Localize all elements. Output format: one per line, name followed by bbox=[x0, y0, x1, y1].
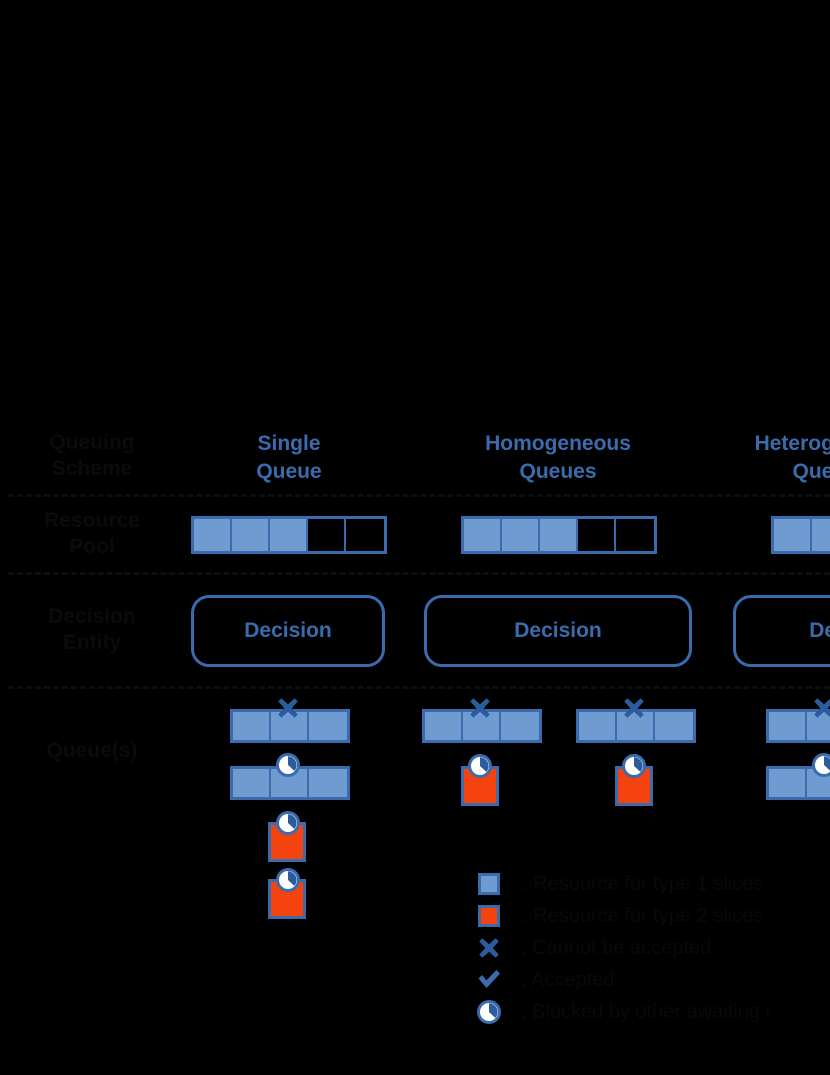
legend-item-accepted: : Accepted bbox=[478, 964, 830, 996]
clock-icon bbox=[811, 752, 830, 778]
cross-icon bbox=[811, 695, 830, 721]
row-label-queues: Queue(s) bbox=[46, 739, 138, 762]
clock-icon bbox=[275, 752, 301, 778]
resource-pool-heterogeneous-queues bbox=[771, 516, 830, 554]
queue-cell-type1 bbox=[579, 712, 617, 740]
resource-cell bbox=[812, 519, 830, 551]
resource-cell-empty bbox=[346, 519, 384, 551]
row-divider-1 bbox=[8, 494, 830, 497]
decision-box-single-queue: Decision bbox=[191, 595, 385, 667]
queue-cell-type1 bbox=[655, 712, 693, 740]
cross-icon bbox=[275, 695, 301, 721]
row-divider-2 bbox=[8, 572, 830, 575]
column-header-single-queue: Single Queue bbox=[256, 432, 322, 483]
cross-icon bbox=[621, 695, 647, 721]
clock-icon bbox=[467, 753, 493, 779]
row-divider-3 bbox=[8, 686, 830, 689]
blue-square-swatch bbox=[478, 873, 500, 895]
column-header-homogeneous-queues: Homogeneous Queues bbox=[485, 432, 631, 483]
cross-icon bbox=[467, 695, 493, 721]
queue-cell-type1 bbox=[807, 712, 830, 740]
legend-item-type1-resource: : Resource for type 1 slices bbox=[478, 868, 830, 900]
queue-row bbox=[766, 709, 830, 743]
resource-cell bbox=[194, 519, 232, 551]
legend: : Resource for type 1 slices : Resource … bbox=[475, 868, 830, 1028]
clock-icon bbox=[275, 867, 301, 893]
queue-cell-type2 bbox=[268, 879, 306, 919]
row-label-decision-entity: Decision Entity bbox=[48, 605, 136, 654]
queue-cell-type1 bbox=[769, 712, 807, 740]
resource-pool-homogeneous-queues bbox=[461, 516, 657, 554]
queue-cell-type1 bbox=[233, 712, 271, 740]
decision-box-heterogeneous-queues: Decision bbox=[733, 595, 830, 667]
queue-cell-type1 bbox=[425, 712, 463, 740]
legend-label: : Accepted bbox=[521, 968, 615, 991]
resource-cell bbox=[540, 519, 578, 551]
legend-label: : Cannot be accepted bbox=[521, 936, 712, 959]
queue-cell-type1 bbox=[309, 769, 347, 797]
resource-cell bbox=[774, 519, 812, 551]
queue-cell-type1 bbox=[769, 769, 807, 797]
clock-icon bbox=[275, 810, 301, 836]
column-header-heterogeneous-queues: Heterogeneous Queues bbox=[754, 432, 830, 483]
resource-cell bbox=[464, 519, 502, 551]
legend-item-blocked: : Blocked by other awaiting r bbox=[475, 996, 830, 1028]
resource-cell bbox=[502, 519, 540, 551]
queue-cell-type1 bbox=[463, 712, 501, 740]
resource-cell-empty bbox=[308, 519, 346, 551]
resource-cell bbox=[232, 519, 270, 551]
decision-box-homogeneous-queues: Decision bbox=[424, 595, 692, 667]
queue-cell-type1 bbox=[617, 712, 655, 740]
resource-cell bbox=[270, 519, 308, 551]
row-label-resource-pool: Resource Pool bbox=[44, 509, 140, 558]
queue-cell-type1 bbox=[233, 769, 271, 797]
decision-box-label: Decision bbox=[809, 619, 830, 642]
queue-row bbox=[766, 766, 830, 800]
decision-box-label: Decision bbox=[514, 619, 602, 642]
clock-icon bbox=[621, 753, 647, 779]
legend-item-cannot-be-accepted: : Cannot be accepted bbox=[478, 932, 830, 964]
check-icon bbox=[475, 967, 503, 993]
resource-pool-single-queue bbox=[191, 516, 387, 554]
red-square-swatch bbox=[478, 905, 500, 927]
queue-row bbox=[230, 709, 350, 743]
resource-cell-empty bbox=[578, 519, 616, 551]
legend-label: : Resource for type 2 slices bbox=[522, 904, 764, 927]
clock-icon bbox=[475, 999, 503, 1025]
queue-cell-type1 bbox=[271, 712, 309, 740]
legend-label: : Blocked by other awaiting r bbox=[521, 1000, 773, 1023]
resource-cell-empty bbox=[616, 519, 654, 551]
queue-cell-type1 bbox=[309, 712, 347, 740]
legend-label: : Resource for type 1 slices bbox=[522, 872, 764, 895]
cross-icon bbox=[475, 935, 503, 961]
decision-box-label: Decision bbox=[244, 619, 332, 642]
row-label-queuing-scheme: Queuing Scheme bbox=[49, 431, 135, 480]
legend-item-type2-resource: : Resource for type 2 slices bbox=[478, 900, 830, 932]
queue-cell-type1 bbox=[501, 712, 539, 740]
